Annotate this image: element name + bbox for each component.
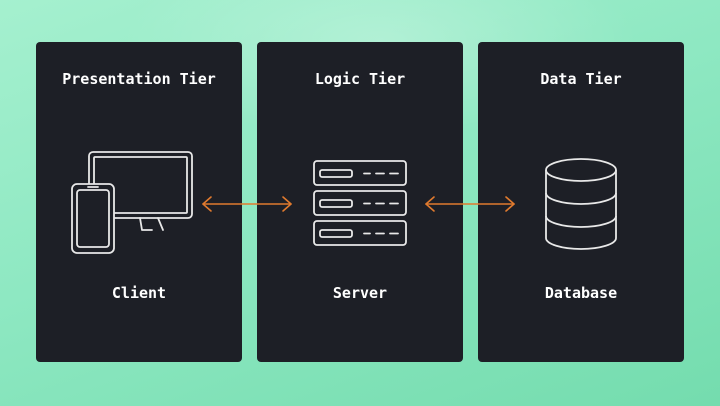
presentation-tier-caption: Client (111, 284, 167, 302)
logic-tier-title: Logic Tier (314, 70, 406, 88)
database-icon (545, 158, 617, 250)
presentation-tier-card: Presentation Tier Client (36, 42, 242, 362)
monitor-phone-icon (71, 151, 193, 254)
logic-tier-caption: Server (332, 284, 388, 302)
presentation-tier-title: Presentation Tier (62, 70, 216, 88)
server-database-arrow (425, 196, 515, 212)
client-server-arrow (202, 196, 292, 212)
data-tier-caption: Database (544, 284, 618, 302)
data-tier-title: Data Tier (540, 70, 622, 88)
server-rack-icon (313, 160, 407, 246)
